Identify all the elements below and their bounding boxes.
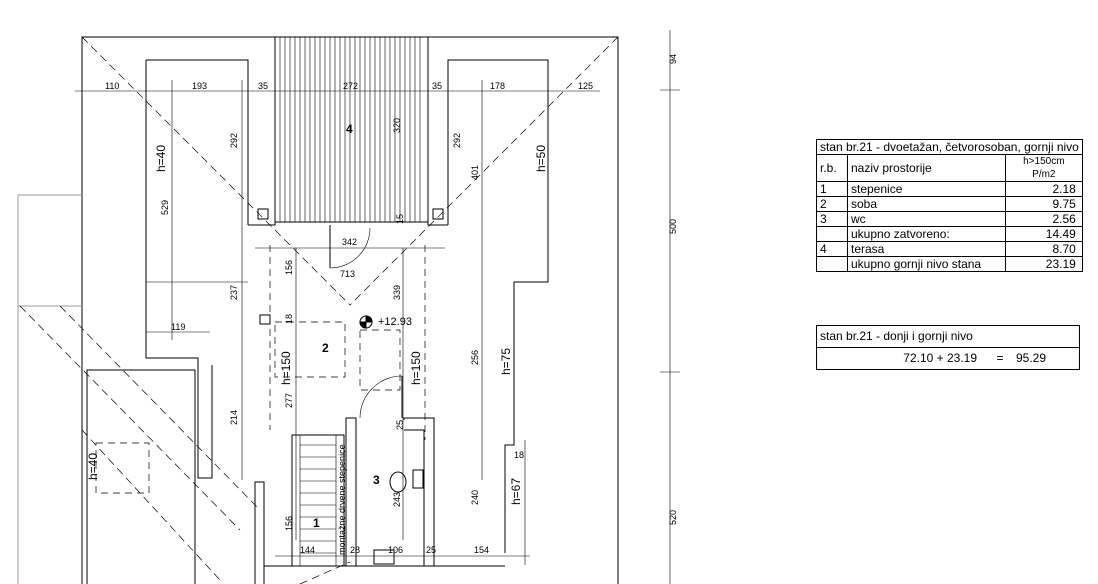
dim-small-1: 15 bbox=[395, 214, 405, 224]
table1-title: stan br.21 - dvoetažan, četvorosoban, go… bbox=[816, 139, 1083, 155]
dim-top-2: 193 bbox=[192, 81, 207, 91]
dim-bottom-3: 106 bbox=[388, 545, 403, 555]
table1-rb: 2 bbox=[816, 196, 848, 212]
dim-center-5: 243 bbox=[392, 492, 402, 507]
table1-area: 9.75 bbox=[1004, 196, 1083, 212]
room-4: 4 bbox=[346, 122, 353, 136]
dim-small-4: 18 bbox=[514, 450, 524, 460]
height-label-7: h=67 bbox=[509, 478, 523, 505]
table1-name: terasa bbox=[847, 241, 1006, 257]
table1-name: wc bbox=[847, 211, 1006, 227]
dim-right-4: 240 bbox=[470, 490, 480, 505]
dim-inner-2: 713 bbox=[340, 269, 355, 279]
dim-right-2: 401 bbox=[470, 165, 480, 180]
dim-center-3: 339 bbox=[392, 285, 402, 300]
dim-top-3: 35 bbox=[258, 81, 268, 91]
table1-area: 23.19 bbox=[1004, 256, 1083, 272]
dim-right-3: 256 bbox=[470, 350, 480, 365]
height-label-2: h=50 bbox=[534, 145, 548, 172]
table1-area: 8.70 bbox=[1004, 241, 1083, 257]
table-row: 4 terasa 8.70 bbox=[816, 241, 1083, 257]
table1-name: stepenice bbox=[847, 181, 1006, 197]
dim-top-6: 178 bbox=[490, 81, 505, 91]
dim-bottom-2: 28 bbox=[350, 545, 360, 555]
table2-title: stan br.21 - donji i gornji nivo bbox=[816, 325, 1080, 348]
table1-header-rb: r.b. bbox=[816, 154, 848, 182]
height-label-4: h=150 bbox=[409, 351, 423, 385]
dimension-labels: 110 193 35 272 35 178 125 292 529 237 21… bbox=[105, 54, 678, 555]
table1-header-area-bottom: P/m2 bbox=[1032, 169, 1056, 180]
dim-inner-3: 119 bbox=[171, 322, 185, 332]
dim-left-4: 214 bbox=[229, 410, 239, 425]
area-table-upper: stan br.21 - dvoetažan, četvorosoban, go… bbox=[816, 139, 1083, 272]
dim-side-2: 500 bbox=[668, 219, 678, 234]
dim-bottom-5: 154 bbox=[474, 545, 489, 555]
table2-formula: 72.10 + 23.19 bbox=[816, 347, 987, 370]
dim-side-1: 94 bbox=[668, 54, 678, 64]
dim-center-6: 156 bbox=[284, 516, 294, 531]
table2-total: 95.29 bbox=[1013, 347, 1080, 370]
dim-left-1: 292 bbox=[229, 133, 239, 148]
height-label-3: h=150 bbox=[279, 351, 293, 385]
dim-top-4: 272 bbox=[343, 81, 358, 91]
room-2: 2 bbox=[322, 341, 329, 355]
dim-top-7: 125 bbox=[578, 81, 593, 91]
area-table-total: stan br.21 - donji i gornji nivo 72.10 +… bbox=[816, 325, 1080, 370]
room-1: 1 bbox=[313, 516, 320, 530]
table1-rb: 1 bbox=[816, 181, 848, 197]
table2-equals: = bbox=[987, 347, 1013, 370]
table1-rb: 4 bbox=[816, 241, 848, 257]
height-labels: h=40 h=50 h=150 h=150 h=75 h=40 h=67 bbox=[86, 145, 548, 505]
dim-small-3: 25 bbox=[395, 420, 405, 430]
table1-name: soba bbox=[847, 196, 1006, 212]
table1-name: ukupno gornji nivo stana bbox=[847, 256, 1006, 272]
room-labels: 1 2 3 4 bbox=[313, 122, 380, 530]
table1-header-area: h>150cm P/m2 bbox=[1004, 154, 1083, 182]
dim-right-1: 292 bbox=[452, 133, 462, 148]
table-row: 2 soba 9.75 bbox=[816, 196, 1083, 212]
table-row: ukupno gornji nivo stana 23.19 bbox=[816, 256, 1083, 272]
plan-outline bbox=[17, 36, 619, 584]
stair-label: montažne drvene stepenice bbox=[337, 444, 347, 555]
elevation-label: +12.93 bbox=[378, 316, 412, 328]
dim-top-1: 110 bbox=[105, 81, 119, 91]
dim-bottom-4: 25 bbox=[426, 545, 436, 555]
table-row: 3 wc 2.56 bbox=[816, 211, 1083, 227]
table1-name: ukupno zatvoreno: bbox=[847, 226, 1006, 242]
dim-small-2: 18 bbox=[284, 314, 294, 324]
dim-left-2: 529 bbox=[160, 200, 170, 215]
height-label-5: h=75 bbox=[499, 348, 513, 375]
room-3: 3 bbox=[373, 473, 380, 487]
height-label-1: h=40 bbox=[154, 145, 168, 172]
dim-center-4: 277 bbox=[284, 393, 294, 408]
height-label-6: h=40 bbox=[86, 453, 100, 480]
table1-area: 2.56 bbox=[1004, 211, 1083, 227]
dim-left-3: 237 bbox=[229, 285, 239, 300]
table1-rb bbox=[816, 226, 848, 242]
dim-center-2: 156 bbox=[284, 260, 294, 275]
dim-side-3: 520 bbox=[668, 510, 678, 525]
table-row: ukupno zatvoreno: 14.49 bbox=[816, 226, 1083, 242]
dim-top-5: 35 bbox=[432, 81, 442, 91]
dim-bottom-1: 144 bbox=[300, 545, 315, 555]
dimension-lines bbox=[75, 30, 680, 584]
dim-center-1: 320 bbox=[392, 118, 402, 133]
table1-rb: 3 bbox=[816, 211, 848, 227]
table1-area: 2.18 bbox=[1004, 181, 1083, 197]
table1-header-name: naziv prostorije bbox=[847, 154, 1006, 182]
table1-rb bbox=[816, 256, 848, 272]
table-row: 1 stepenice 2.18 bbox=[816, 181, 1083, 197]
dim-inner-1: 342 bbox=[342, 237, 357, 247]
table1-header-area-top: h>150cm bbox=[1023, 156, 1065, 167]
table1-area: 14.49 bbox=[1004, 226, 1083, 242]
